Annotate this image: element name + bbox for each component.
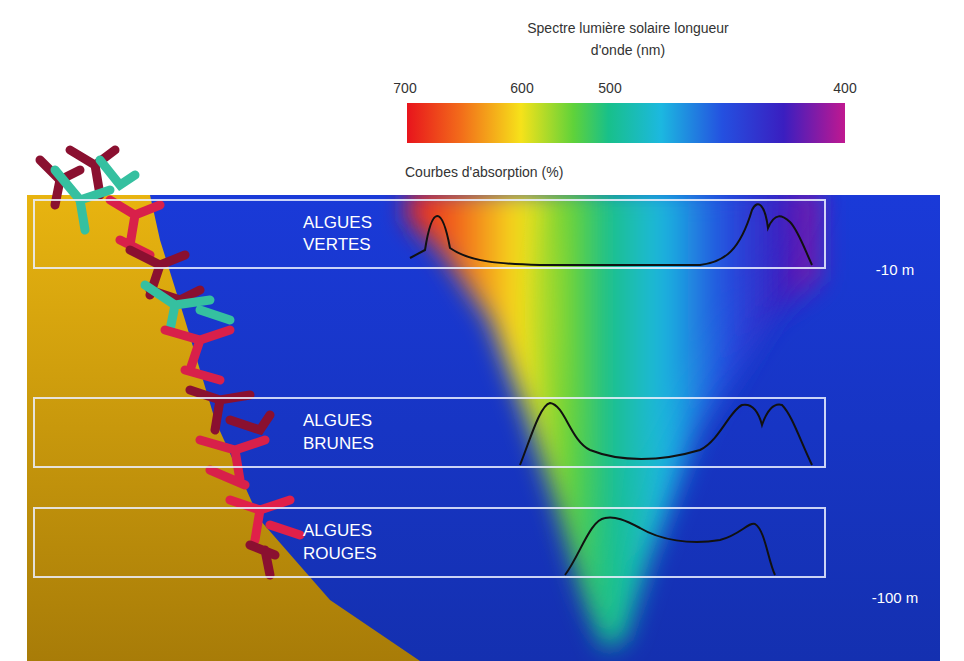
algae-band: ALGUES VERTES <box>33 199 826 269</box>
depth-label: -100 m <box>872 589 919 606</box>
algae <box>40 150 300 575</box>
algae-band: ALGUES ROUGES <box>33 507 826 578</box>
band-label: ALGUES ROUGES <box>303 520 415 564</box>
depth-label: -10 m <box>876 261 914 278</box>
wavelength-tick: 700 <box>393 80 416 96</box>
band-label: ALGUES VERTES <box>303 212 415 256</box>
wavelength-tick: 500 <box>598 80 621 96</box>
absorption-curve <box>410 204 812 575</box>
light-wedge <box>407 195 820 650</box>
wavelength-tick: 600 <box>510 80 533 96</box>
sea-floor <box>27 195 420 661</box>
spectrum-bar <box>407 103 845 143</box>
axis-label: Courbes d'absorption (%) <box>405 164 563 180</box>
spectrum-title: Spectre lumière solaire longueur d'onde … <box>523 18 733 61</box>
algae-band: ALGUES BRUNES <box>33 397 826 468</box>
band-label: ALGUES BRUNES <box>303 410 415 454</box>
wavelength-tick: 400 <box>833 80 856 96</box>
